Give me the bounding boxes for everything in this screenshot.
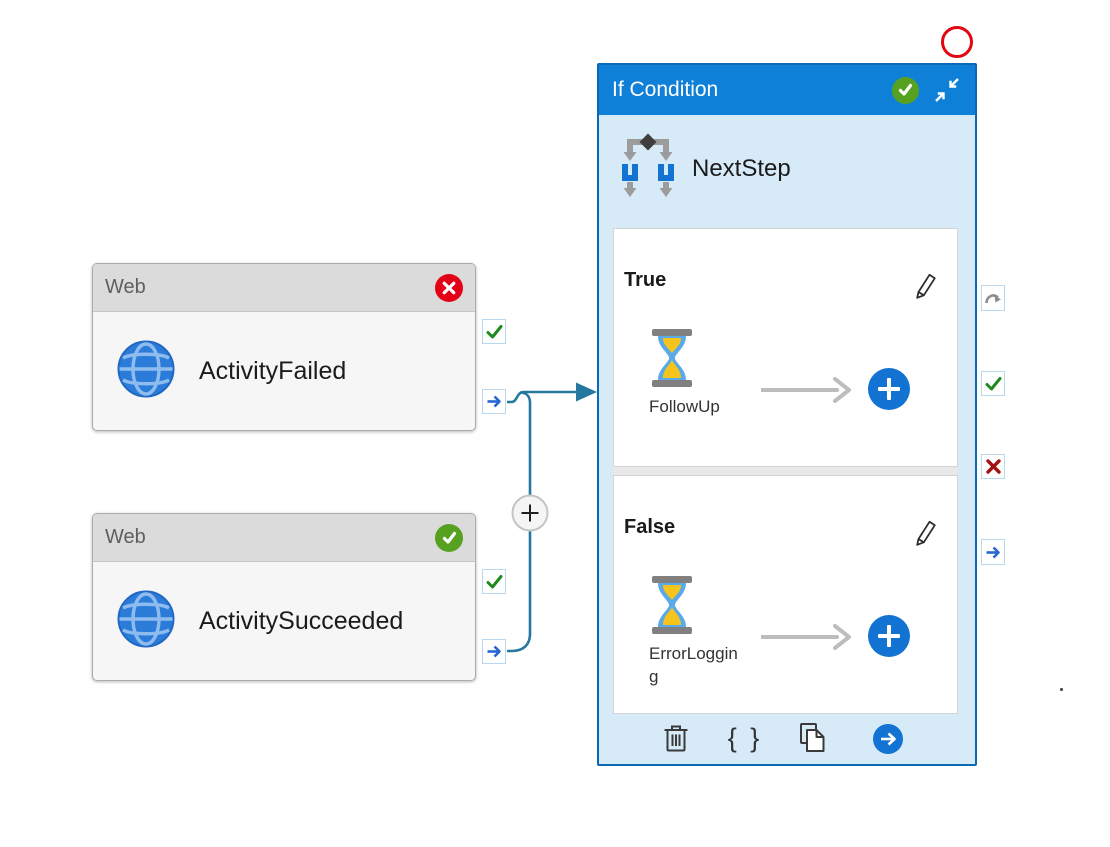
check-icon xyxy=(985,377,1001,391)
arrow-right-icon xyxy=(487,395,501,408)
validation-error-circle xyxy=(941,26,973,58)
wait-activity-errorlogging[interactable]: ErrorLogging xyxy=(649,576,741,689)
activity-if-condition[interactable]: If Condition xyxy=(597,63,977,766)
connector-from-succeeded[interactable] xyxy=(507,391,532,653)
if-port-failed[interactable] xyxy=(981,454,1005,479)
status-succeeded-badge xyxy=(435,523,463,552)
branch-panels: True xyxy=(613,228,958,714)
stray-dot xyxy=(1060,688,1063,691)
add-activity-button[interactable] xyxy=(868,368,910,410)
next-activity-arrow xyxy=(760,624,851,655)
plus-icon xyxy=(878,378,900,400)
activity-header: Web xyxy=(93,514,475,562)
clone-button[interactable] xyxy=(799,722,826,753)
check-icon xyxy=(898,83,913,96)
activity-name: FollowUp xyxy=(649,397,720,416)
activity-web-failed[interactable]: Web ActivityFailed xyxy=(92,263,476,431)
arrow-right-icon xyxy=(487,645,501,658)
activity-type-label: Web xyxy=(105,526,146,548)
pencil-icon xyxy=(916,520,936,546)
wait-activity-followup[interactable]: FollowUp xyxy=(649,329,741,419)
arrow-right-icon xyxy=(881,732,896,746)
add-connector-plus-button[interactable] xyxy=(511,494,549,532)
edit-true-branch-button[interactable] xyxy=(911,271,937,301)
status-valid-badge xyxy=(892,76,919,104)
hourglass-wait-icon xyxy=(649,329,695,392)
edit-false-branch-button[interactable] xyxy=(911,518,937,548)
navigate-button[interactable] xyxy=(873,724,903,754)
true-branch-panel: True xyxy=(613,228,958,467)
web-succeeded-port-succeeded[interactable] xyxy=(482,569,506,594)
activity-type-label: Web xyxy=(105,276,146,298)
check-icon xyxy=(442,531,456,544)
if-condition-title-row: NextStep xyxy=(622,133,791,204)
skip-arrow-icon xyxy=(985,294,1001,304)
activity-web-succeeded[interactable]: Web ActivitySucceeded xyxy=(92,513,476,681)
cross-icon xyxy=(985,459,1001,474)
plus-icon xyxy=(878,625,900,647)
cross-icon xyxy=(442,281,456,294)
web-globe-icon xyxy=(117,340,175,403)
if-port-skipped[interactable] xyxy=(981,285,1005,311)
activity-body: ActivitySucceeded xyxy=(93,562,475,681)
check-icon xyxy=(486,575,502,589)
web-failed-port-output[interactable] xyxy=(482,389,506,414)
if-port-succeeded[interactable] xyxy=(981,371,1005,396)
hourglass-wait-icon xyxy=(649,576,695,639)
if-condition-icon xyxy=(622,133,674,204)
collapse-icon[interactable] xyxy=(932,75,962,105)
web-globe-icon xyxy=(117,590,175,653)
status-failed-badge xyxy=(435,273,463,302)
pencil-icon xyxy=(916,273,936,299)
if-port-output[interactable] xyxy=(981,539,1005,565)
activity-name: ActivitySucceeded xyxy=(199,607,404,635)
arrow-right-icon xyxy=(986,546,1000,558)
if-condition-type-label: If Condition xyxy=(612,78,719,101)
add-activity-button[interactable] xyxy=(868,615,910,657)
activity-header: Web xyxy=(93,264,475,312)
if-condition-header[interactable]: If Condition xyxy=(599,65,975,115)
copy-icon xyxy=(800,723,825,752)
code-button[interactable]: { } xyxy=(727,722,763,753)
activity-name: ActivityFailed xyxy=(199,357,347,385)
check-icon xyxy=(486,325,502,339)
trash-icon xyxy=(664,725,688,752)
activity-name: NextStep xyxy=(692,154,791,182)
false-branch-label: False xyxy=(624,516,676,538)
true-branch-label: True xyxy=(624,269,667,291)
activity-body: ActivityFailed xyxy=(93,312,475,431)
connector-arrowhead xyxy=(576,382,597,402)
delete-button[interactable] xyxy=(663,723,689,753)
next-activity-arrow xyxy=(760,377,851,408)
web-succeeded-port-output[interactable] xyxy=(482,639,506,664)
activity-name: ErrorLogging xyxy=(649,644,738,686)
false-branch-panel: False xyxy=(613,475,958,714)
web-failed-port-succeeded[interactable] xyxy=(482,319,506,344)
connector-from-failed[interactable] xyxy=(507,390,576,404)
